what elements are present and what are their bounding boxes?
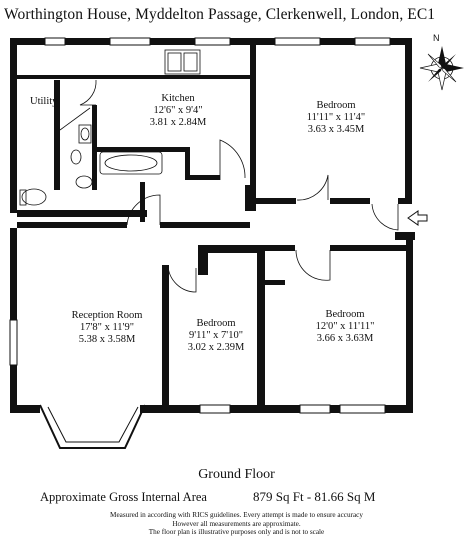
doors (59, 79, 399, 293)
room-name: Bedroom (196, 318, 236, 329)
room-label-utility: Utility (30, 96, 57, 108)
bay-window (39, 404, 146, 449)
room-label-bedroom-3: Bedroom 12'0" x 11'11" 3.66 x 3.63M (305, 309, 385, 345)
area-label: Approximate Gross Internal Area (40, 490, 207, 504)
room-size-metric: 3.63 x 3.45M (307, 124, 365, 135)
room-size-metric: 5.38 x 3.58M (78, 334, 136, 345)
windows (9, 37, 391, 414)
room-size-imperial: 12'0" x 11'11" (315, 321, 375, 332)
room-size-metric: 3.66 x 3.63M (316, 333, 374, 344)
plan-title: Worthington House, Myddelton Passage, Cl… (4, 6, 436, 23)
room-name: Utility (30, 96, 58, 107)
room-name: Reception Room (71, 310, 143, 321)
room-size-metric: 3.02 x 2.39M (187, 342, 245, 353)
disclaimer: Measured in according with RICS guidelin… (0, 511, 473, 537)
room-size-metric: 3.81 x 2.84M (149, 117, 207, 128)
entrance-arrow-icon (407, 210, 428, 226)
room-name: Kitchen (161, 93, 195, 104)
disclaimer-line-3: The floor plan is illustrative purposes … (148, 528, 325, 537)
room-label-bedroom-2: Bedroom 9'11" x 7'10" 3.02 x 2.39M (180, 318, 252, 354)
room-label-kitchen: Kitchen 12'6" x 9'4" 3.81 x 2.84M (140, 93, 216, 129)
area-value: 879 Sq Ft - 81.66 Sq M (253, 489, 376, 504)
room-size-imperial: 12'6" x 9'4" (153, 105, 203, 116)
fixtures (19, 49, 201, 206)
room-size-imperial: 17'8" x 11'9" (80, 322, 134, 333)
room-name: Bedroom (316, 100, 356, 111)
disclaimer-line-2: However all measurements are approximate… (172, 519, 301, 528)
compass-icon (419, 46, 464, 91)
floor-name: Ground Floor (198, 467, 275, 482)
room-label-bedroom-1: Bedroom 11'11" x 11'4" 3.63 x 3.45M (296, 100, 376, 136)
compass-north-label: N (433, 33, 440, 43)
room-label-reception: Reception Room 17'8" x 11'9" 5.38 x 3.58… (52, 310, 162, 346)
room-size-imperial: 9'11" x 7'10" (189, 330, 243, 341)
room-size-imperial: 11'11" x 11'4" (306, 112, 366, 123)
disclaimer-line-1: Measured in according with RICS guidelin… (110, 511, 363, 519)
room-name: Bedroom (325, 309, 365, 320)
